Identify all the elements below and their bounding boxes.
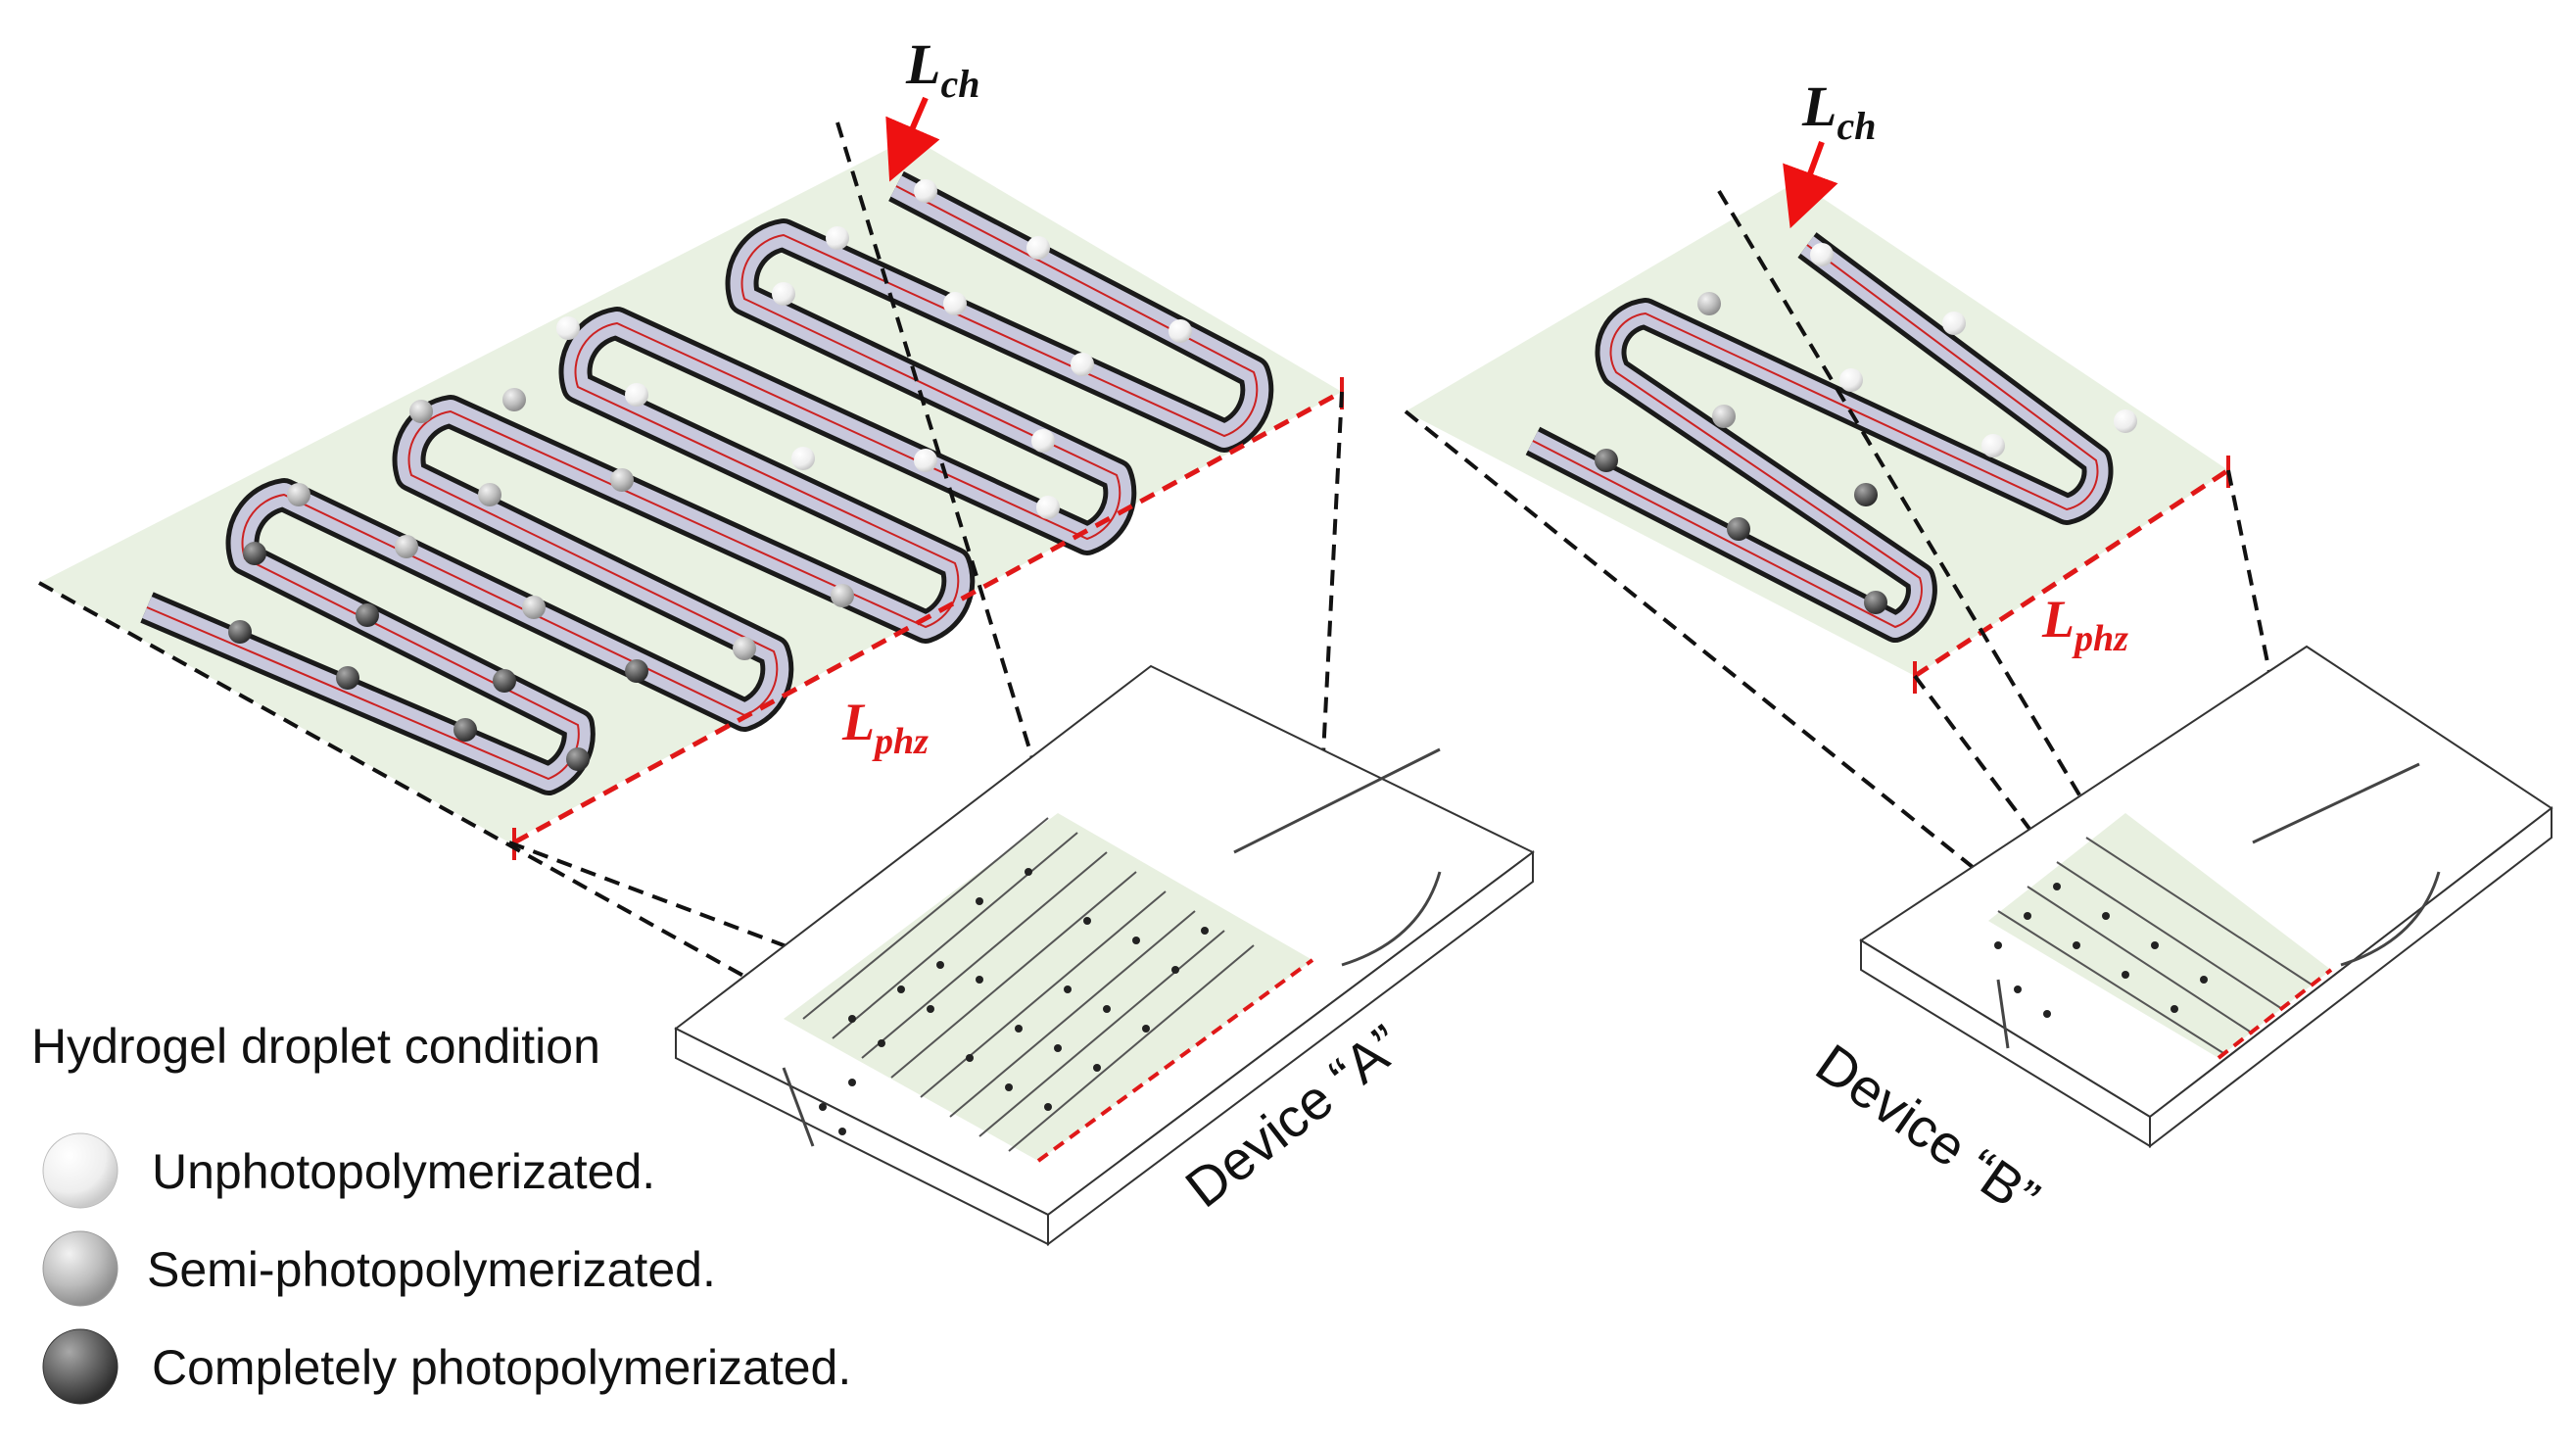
- droplet: [1031, 429, 1055, 453]
- device-b-zoom: Lphz Lch: [1404, 74, 2333, 976]
- droplet: [733, 637, 756, 660]
- droplet: [791, 447, 815, 470]
- device-b-chip-droplets: [1994, 883, 2208, 1018]
- legend-droplet-semi-icon: [42, 1230, 119, 1307]
- droplet: [1071, 353, 1094, 376]
- droplet: [914, 449, 937, 472]
- device-a-lch-label: Lch: [905, 32, 979, 106]
- projection-line: [508, 841, 902, 991]
- device-a-droplets: [228, 179, 1192, 771]
- chip-side: [1047, 850, 1534, 1246]
- droplet: [1981, 434, 2005, 457]
- legend: Hydrogel droplet condition Unphotopolyme…: [31, 1019, 851, 1405]
- droplet: [610, 468, 634, 492]
- droplet: [1036, 496, 1060, 519]
- droplet: [1169, 319, 1192, 343]
- legend-item-label: Completely photopolymerizated.: [152, 1340, 851, 1395]
- projection-line: [835, 121, 1045, 794]
- device-a-lphz-label: Lphz: [841, 693, 929, 762]
- droplet: [287, 483, 310, 506]
- droplet: [831, 584, 854, 607]
- projection-line: [1311, 391, 1344, 966]
- droplet: [1854, 483, 1878, 506]
- droplet: [1595, 449, 1618, 472]
- device-b-lch-arrow: [1783, 140, 1838, 229]
- device-a-zoom: Lphz Lch: [38, 32, 1344, 1011]
- device-a-outlet-channel: [782, 1067, 815, 1147]
- droplet: [336, 666, 359, 690]
- device-a-serpentine-channel: [140, 170, 1274, 795]
- device-b-lphz-line: [1913, 467, 2230, 679]
- droplet: [356, 603, 379, 627]
- device-b-zone-plane: [1406, 181, 2228, 676]
- projection-line: [1717, 189, 2098, 825]
- projection-line: [38, 581, 804, 1011]
- device-a-zone-plane: [39, 137, 1342, 842]
- droplet: [493, 669, 516, 693]
- droplet: [1712, 405, 1736, 428]
- droplet: [1697, 292, 1721, 315]
- device-b-chip-lphz: [2217, 968, 2333, 1060]
- legend-item-label: Unphotopolymerizated.: [152, 1144, 655, 1199]
- droplet: [826, 226, 849, 250]
- device-a-chip-droplets: [819, 868, 1209, 1135]
- droplet: [1864, 591, 1887, 614]
- device-b-chip-channels: [1997, 837, 2313, 1054]
- device-b-lch-label: Lch: [1801, 74, 1876, 148]
- droplet: [478, 483, 501, 506]
- device-a-inlet-channel: [1233, 747, 1442, 967]
- droplet: [556, 316, 580, 340]
- droplet: [228, 620, 252, 644]
- droplet: [2114, 409, 2137, 433]
- droplet: [453, 718, 477, 742]
- droplet: [943, 292, 967, 315]
- droplet: [1026, 236, 1050, 260]
- device-b-droplets: [1595, 243, 2137, 614]
- device-a-chip-lphz: [1036, 958, 1314, 1163]
- device-a-chip: Device “A”: [674, 664, 1535, 1246]
- device-a-chip-channels: [802, 817, 1255, 1152]
- device-b-outlet-channel: [1996, 979, 2010, 1049]
- droplet: [566, 747, 590, 771]
- legend-title: Hydrogel droplet condition: [31, 1019, 600, 1074]
- projection-line: [1913, 674, 2049, 854]
- droplet: [914, 179, 937, 203]
- projection-line: [1404, 409, 1980, 874]
- droplet: [395, 535, 418, 558]
- droplet: [772, 282, 795, 306]
- legend-item-label: Semi-photopolymerizated.: [147, 1242, 716, 1297]
- legend-droplet-unpolymerized-icon: [42, 1132, 119, 1209]
- device-b-chip: Device “B”: [1805, 645, 2553, 1229]
- droplet: [1839, 368, 1863, 392]
- device-b-lphz-label: Lphz: [2041, 590, 2128, 659]
- legend-droplet-complete-icon: [42, 1328, 119, 1405]
- droplet: [409, 400, 433, 423]
- droplet: [1810, 243, 1834, 266]
- droplet: [1942, 312, 1966, 335]
- droplet: [625, 383, 648, 407]
- device-a-lch-arrow: [885, 96, 940, 182]
- droplet: [243, 542, 266, 565]
- droplet: [625, 659, 648, 683]
- device-a-lphz-line: [512, 389, 1344, 845]
- device-b-inlet-channel: [2252, 762, 2441, 967]
- droplet: [522, 596, 546, 619]
- device-a-chip-zone: [784, 813, 1312, 1161]
- chip-side: [2149, 805, 2552, 1149]
- droplet: [502, 388, 526, 411]
- droplet: [1727, 517, 1750, 541]
